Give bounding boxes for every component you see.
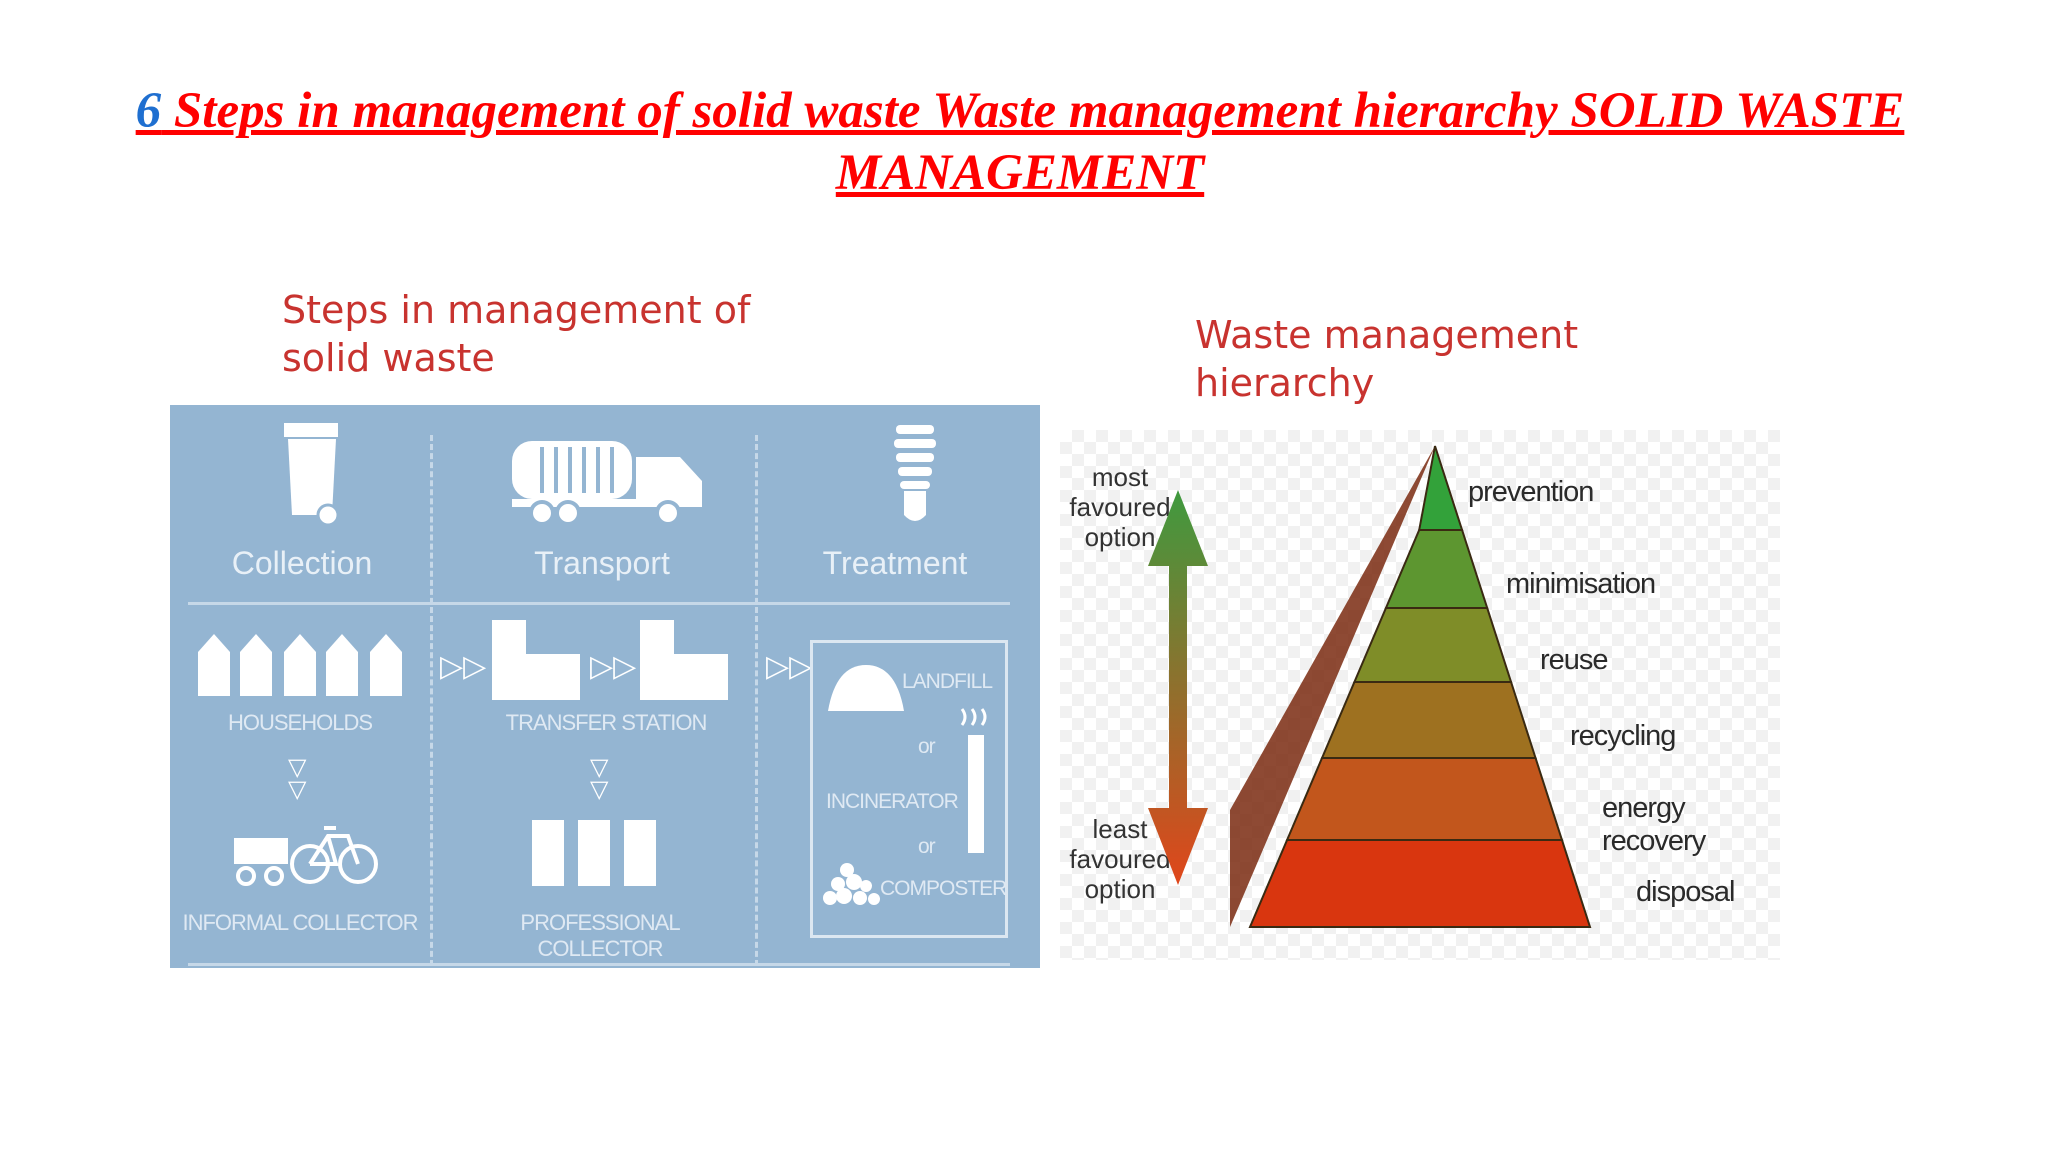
slide-title: 6 Steps in management of solid waste Was… <box>60 80 1980 204</box>
preference-double-arrow <box>1148 490 1208 885</box>
pyramid-level-recycling <box>1320 681 1537 759</box>
node-label-households: HOUSEHOLDS <box>227 710 373 735</box>
label-landfill: LANDFILL <box>902 670 993 693</box>
slide-title-text: Steps in management of solid waste Waste… <box>161 83 1905 201</box>
stage-label-treatment: Treatment <box>822 545 968 581</box>
level-label-disposal: disposal <box>1636 876 1735 908</box>
node-label-informal-collector: INFORMAL COLLECTOR <box>182 910 418 935</box>
down-arrow-icon: ▽▽ <box>288 754 307 803</box>
row-divider <box>188 602 1010 605</box>
level-label-prevention: prevention <box>1468 476 1594 508</box>
label-composter: COMPOSTER <box>880 877 1007 900</box>
most-line2: favoured <box>1069 492 1171 522</box>
steps-caption-line2: solid waste <box>282 336 495 380</box>
slide-number: 6 <box>135 83 162 139</box>
transfer-building-icon <box>492 620 580 700</box>
most-line3: option <box>1084 522 1156 552</box>
pyramid-level-minimisation <box>1384 529 1489 609</box>
node-label-professional-collector: PROFESSIONAL COLLECTOR <box>520 910 680 961</box>
steps-diagram-panel: Collection Transport Treatment HOUSEHOLD… <box>170 405 1040 968</box>
label-or: or <box>918 835 936 858</box>
node-label-transfer-station: TRANSFER STATION <box>505 710 708 735</box>
least-line1: least <box>1092 814 1148 844</box>
pyramid-level-energy-recovery <box>1285 757 1564 841</box>
label-or: or <box>918 735 936 758</box>
level-label-minimisation: minimisation <box>1506 568 1656 600</box>
professional-collector-icon <box>532 820 656 886</box>
pyramid-level-reuse <box>1352 607 1513 683</box>
treatment-options-box <box>810 640 1008 938</box>
hierarchy-caption-line2: hierarchy <box>1195 361 1375 405</box>
pyramid-side-face <box>1230 446 1435 927</box>
steps-caption-line1: Steps in management of <box>282 288 751 332</box>
stage-label-collection: Collection <box>231 545 373 581</box>
column-divider <box>755 435 758 968</box>
cart-and-bicycle-icon <box>234 826 378 886</box>
hierarchy-caption-line1: Waste management <box>1195 313 1579 357</box>
transfer-building-icon <box>640 620 728 700</box>
stage-label-transport: Transport <box>534 545 670 581</box>
waste-hierarchy-pyramid <box>1148 445 1592 928</box>
down-arrow-icon: ▽▽ <box>590 754 609 803</box>
row-divider <box>188 963 1010 966</box>
waste-bin-icon <box>284 423 340 527</box>
pyramid-level-disposal <box>1248 839 1592 928</box>
garbage-truck-icon <box>512 441 702 526</box>
most-line1: most <box>1091 462 1149 492</box>
level-label-energy-recovery: energy recovery <box>1602 792 1706 857</box>
least-line2: favoured <box>1069 844 1171 874</box>
level-label-reuse: reuse <box>1540 644 1609 676</box>
level-label-recycling: recycling <box>1570 720 1676 752</box>
incinerator-chimney-icon <box>960 708 987 853</box>
forward-arrow-icon: ▷▷ <box>440 650 487 683</box>
compost-pile-icon <box>823 863 880 905</box>
least-line3: option <box>1084 874 1156 904</box>
forward-arrow-icon: ▷▷ <box>766 650 813 683</box>
landfill-mound-icon <box>828 665 904 711</box>
forward-arrow-icon: ▷▷ <box>590 650 637 683</box>
light-bulb-icon <box>894 425 936 521</box>
column-divider <box>430 435 433 968</box>
pyramid-level-prevention <box>1417 445 1464 531</box>
label-incinerator: INCINERATOR <box>826 790 959 813</box>
pyramid-levels <box>1248 445 1592 928</box>
households-icon <box>198 634 402 696</box>
